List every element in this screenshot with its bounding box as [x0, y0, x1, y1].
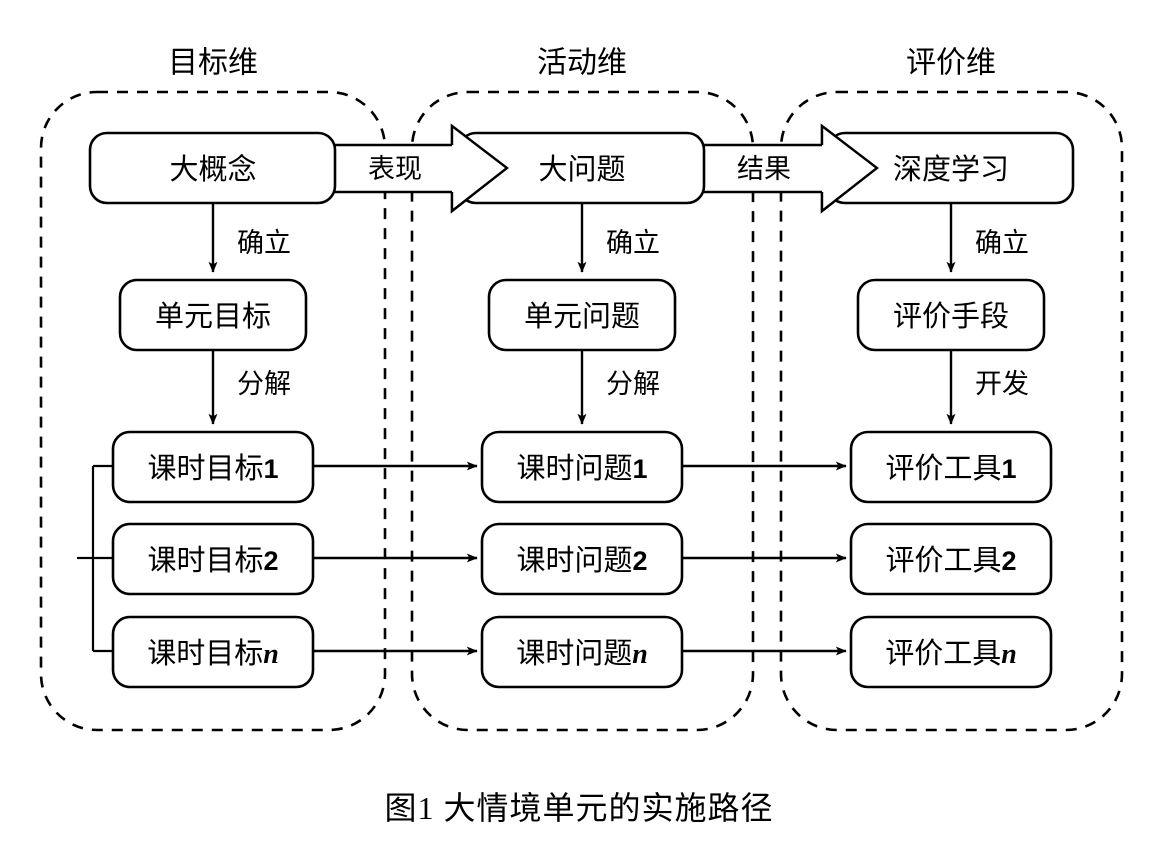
node-deep-learning[interactable]: 深度学习: [826, 131, 1075, 205]
group-title-goal: 目标维: [168, 47, 258, 80]
middle-row-nodes: 单元目标 单元问题 评价手段: [118, 278, 1046, 352]
node-lesson-goal-n[interactable]: 课时目标n: [111, 615, 315, 689]
edge-label-goal-establish: 确立: [237, 228, 291, 258]
lesson-goal-bracket: [77, 464, 113, 653]
edge-label-evaluation-establish: 确立: [975, 228, 1029, 258]
group-container-evaluation: [779, 90, 1124, 732]
vertical-connectors: [208, 203, 956, 425]
node-big-concept[interactable]: 大概念: [88, 131, 337, 205]
group-title-evaluation: 评价维: [906, 47, 996, 80]
top-row-nodes: 大概念 大问题 深度学习: [88, 131, 1075, 205]
group-titles: 目标维 活动维 评价维: [168, 47, 996, 80]
node-lesson-goal-n-label: 课时目标n: [147, 637, 279, 670]
node-eval-tool-2-box[interactable]: [849, 522, 1053, 596]
node-lesson-goal-2[interactable]: 课时目标2: [111, 522, 315, 596]
edge-label-goal-decompose: 分解: [237, 369, 291, 399]
node-eval-tool-1[interactable]: 评价工具1: [849, 430, 1053, 504]
node-lesson-question-2[interactable]: 课时问题2: [480, 522, 684, 596]
edge-label-activity-decompose: 分解: [606, 369, 660, 399]
node-lesson-question-2-box[interactable]: [480, 522, 684, 596]
edge-label-evaluation-develop: 开发: [975, 369, 1029, 399]
node-big-question-label: 大问题: [538, 153, 625, 186]
node-unit-goal-box[interactable]: [118, 278, 308, 352]
node-lesson-goal-2-box[interactable]: [111, 522, 315, 596]
group-container-activity: [410, 90, 755, 732]
group-container-goal: [39, 90, 387, 732]
node-big-concept-box[interactable]: [88, 131, 337, 205]
node-lesson-question-n-box[interactable]: [480, 615, 684, 689]
node-unit-question-label: 单元问题: [524, 300, 640, 333]
node-big-concept-label: 大概念: [169, 153, 256, 186]
figure-caption: 图1 大情境单元的实施路径: [384, 790, 773, 826]
node-unit-goal-label: 单元目标: [155, 300, 271, 333]
node-evaluation-means-label: 评价手段: [893, 300, 1009, 333]
node-lesson-question-1[interactable]: 课时问题1: [480, 430, 684, 504]
block-arrow-heads-overlay: [450, 123, 879, 214]
node-lesson-goal-1[interactable]: 课时目标1: [111, 430, 315, 504]
node-eval-tool-1-box[interactable]: [849, 430, 1053, 504]
row-connectors: [313, 461, 847, 656]
node-deep-learning-label: 深度学习: [893, 153, 1009, 186]
lesson-row-nodes: 课时目标1 课时问题1 评价工具1 课时目标2: [111, 430, 1053, 689]
node-lesson-question-1-label: 课时问题1: [516, 452, 647, 485]
node-lesson-goal-1-label: 课时目标1: [147, 452, 278, 485]
node-eval-tool-n[interactable]: 评价工具n: [849, 615, 1053, 689]
group-title-activity: 活动维: [537, 47, 627, 80]
node-evaluation-means-box[interactable]: [856, 278, 1046, 352]
node-eval-tool-1-label: 评价工具1: [885, 453, 1016, 485]
node-lesson-question-2-label: 课时问题2: [516, 544, 647, 577]
group-containers: [39, 90, 1124, 732]
edge-label-activity-establish: 确立: [606, 228, 660, 258]
node-unit-goal[interactable]: 单元目标: [118, 278, 308, 352]
edge-labels: 表现 结果 确立 确立 确立 分解 分解 开发: [237, 154, 1029, 399]
edge-label-performance: 表现: [368, 154, 422, 184]
node-eval-tool-n-label: 评价工具n: [885, 638, 1017, 670]
node-eval-tool-n-box[interactable]: [849, 615, 1053, 689]
node-lesson-goal-2-label: 课时目标2: [147, 544, 278, 577]
node-unit-question-box[interactable]: [487, 278, 677, 352]
edge-label-result: 结果: [737, 154, 791, 184]
block-arrow-performance-head: [450, 123, 509, 214]
node-big-question[interactable]: 大问题: [457, 131, 706, 205]
node-lesson-question-n[interactable]: 课时问题n: [480, 615, 684, 689]
node-lesson-goal-n-box[interactable]: [111, 615, 315, 689]
node-evaluation-means[interactable]: 评价手段: [856, 278, 1046, 352]
node-unit-question[interactable]: 单元问题: [487, 278, 677, 352]
block-arrow-result-head: [820, 123, 879, 214]
node-eval-tool-2[interactable]: 评价工具2: [849, 522, 1053, 596]
node-lesson-goal-1-box[interactable]: [111, 430, 315, 504]
node-lesson-question-1-box[interactable]: [480, 430, 684, 504]
node-lesson-question-n-label: 课时问题n: [516, 637, 648, 670]
node-eval-tool-2-label: 评价工具2: [885, 545, 1016, 577]
